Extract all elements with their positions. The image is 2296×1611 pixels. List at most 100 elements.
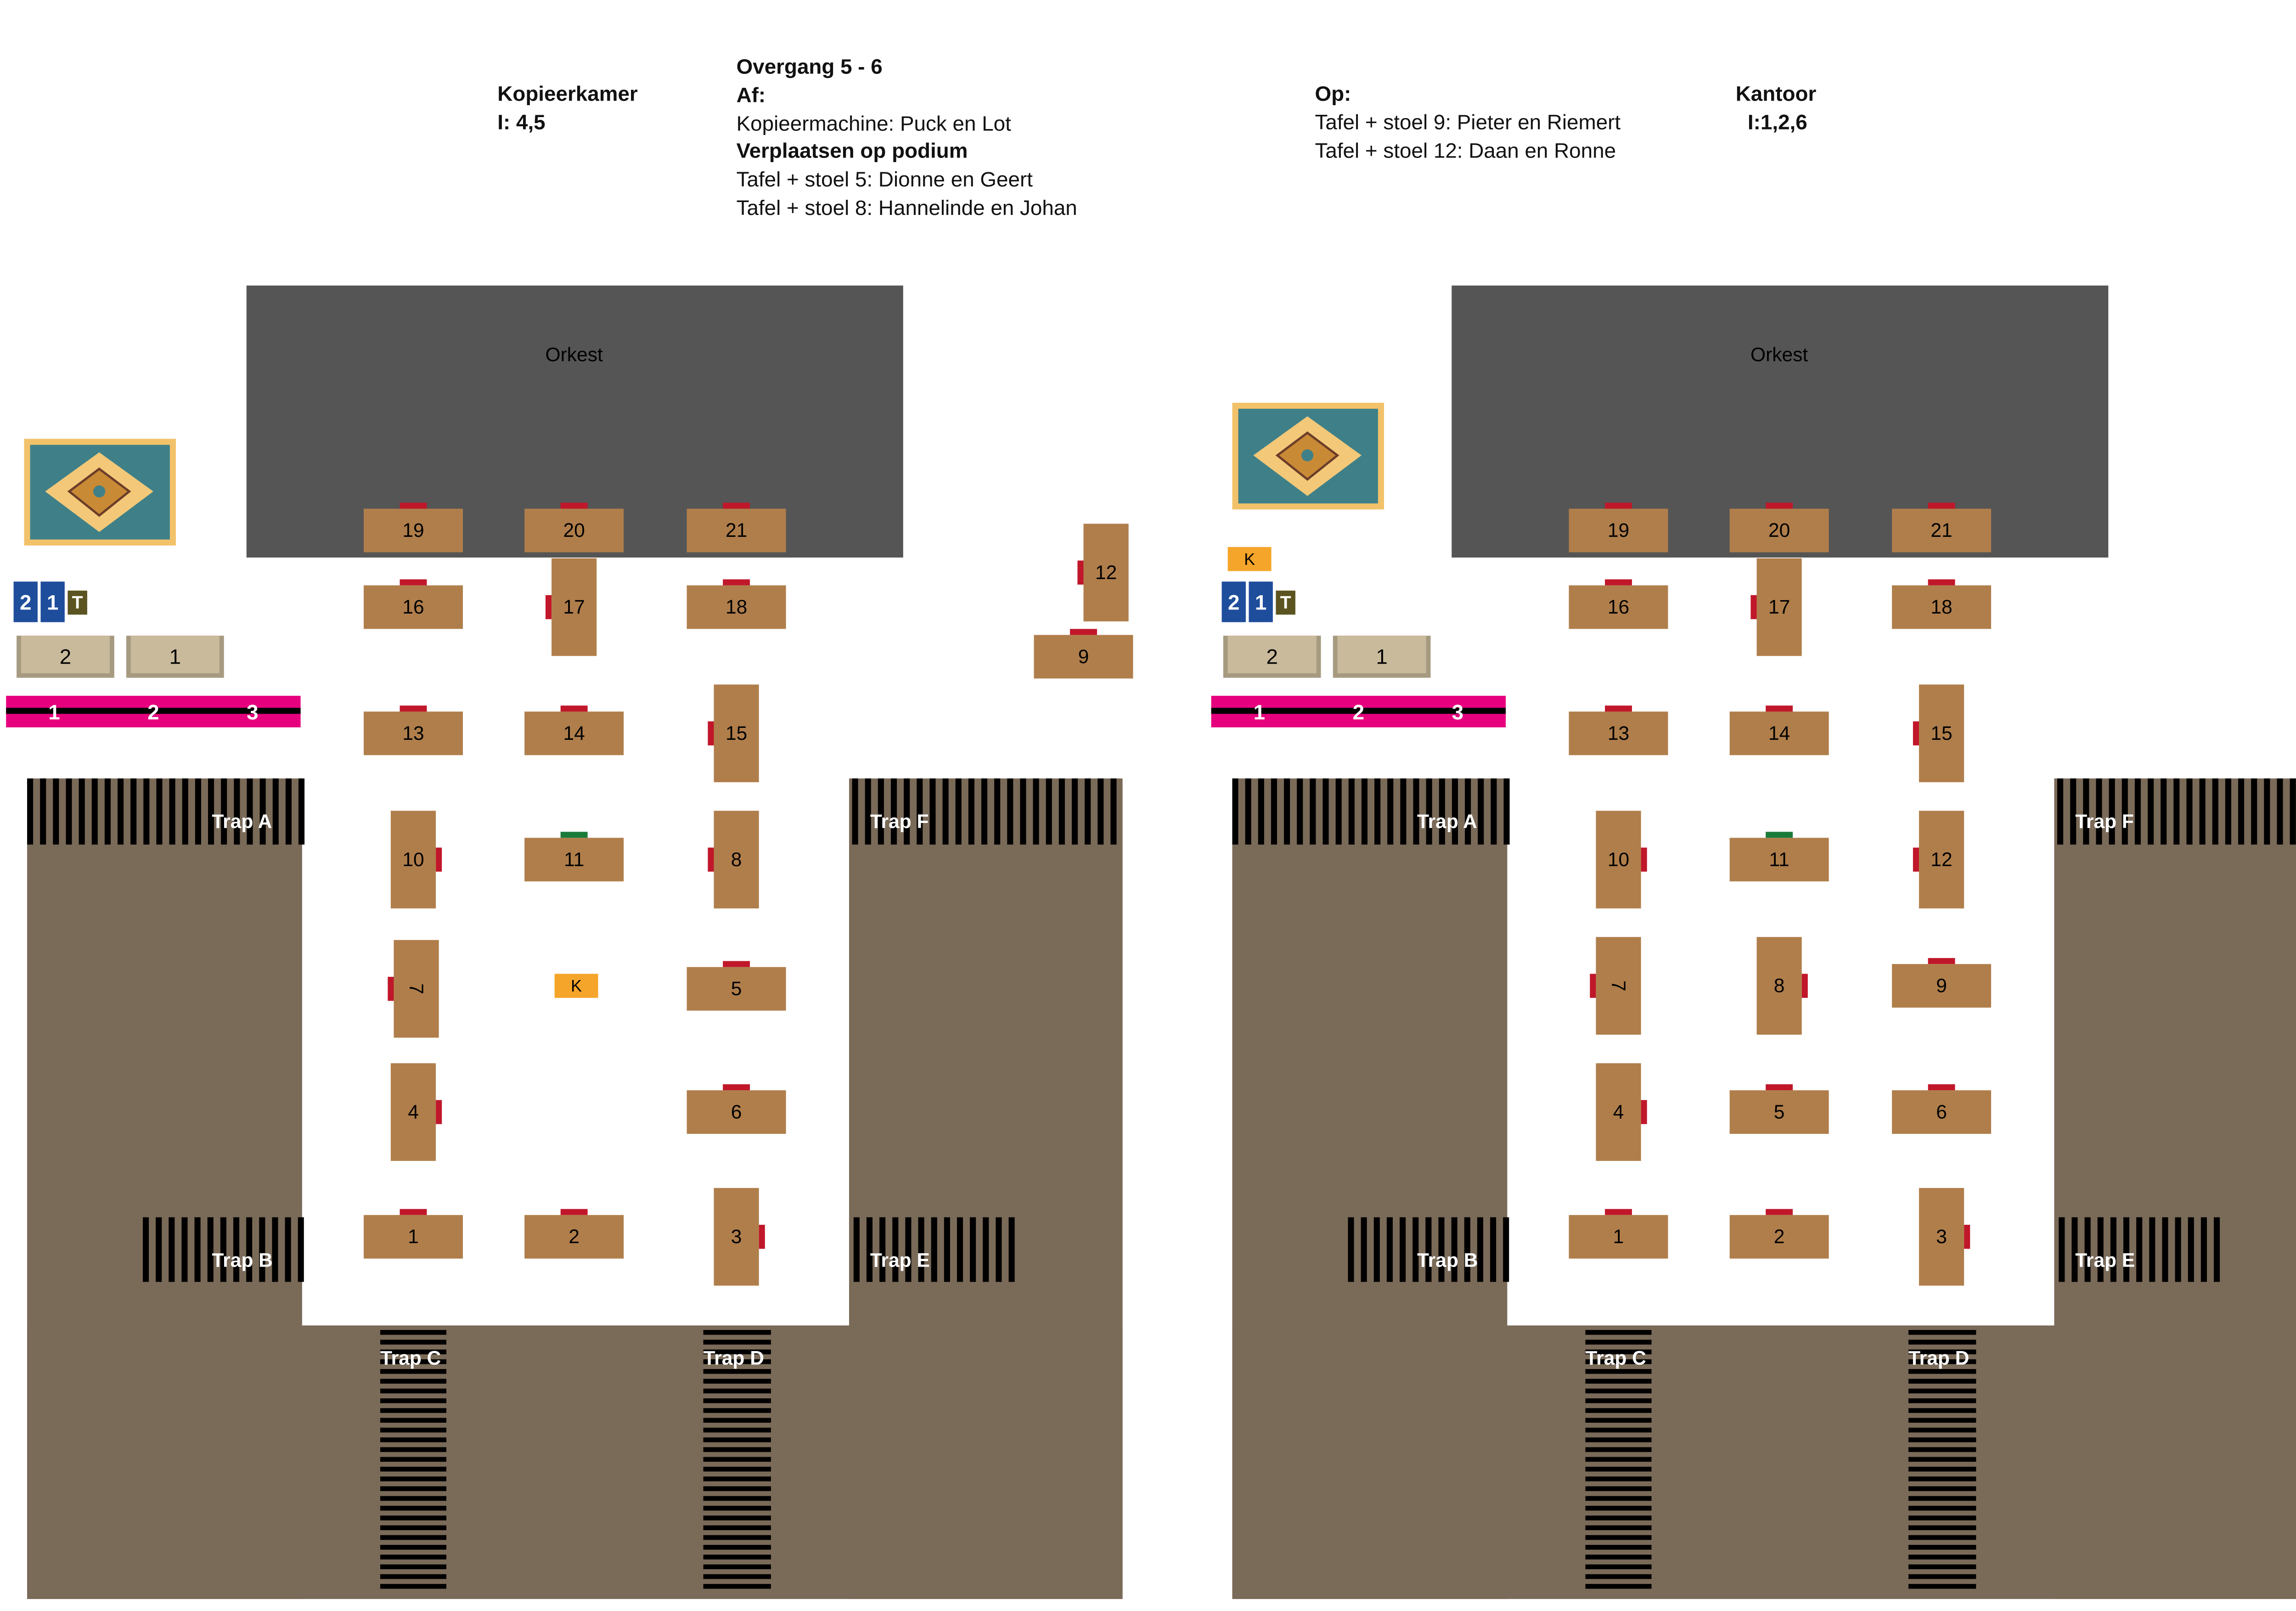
stair-step bbox=[1908, 1437, 1976, 1442]
stair-step bbox=[917, 778, 923, 845]
stair-step bbox=[220, 1217, 226, 1282]
stairs-a bbox=[1232, 778, 1510, 845]
stair-step bbox=[380, 1369, 447, 1374]
stair-step bbox=[1426, 778, 1432, 845]
blue-box bbox=[1249, 581, 1273, 622]
beige-box-inner bbox=[1337, 636, 1426, 674]
stair-step bbox=[1503, 778, 1510, 845]
stair-step bbox=[380, 1398, 447, 1403]
table-label: 11 bbox=[564, 849, 584, 871]
blue-box-label: 2 bbox=[1228, 591, 1239, 614]
chair bbox=[400, 502, 427, 509]
table-label: 1 bbox=[1613, 1226, 1624, 1248]
stair-step bbox=[1464, 1217, 1470, 1282]
rug-dot bbox=[1301, 449, 1314, 462]
stair-step bbox=[2290, 778, 2296, 845]
table bbox=[1569, 585, 1668, 629]
stair-step bbox=[380, 1525, 447, 1530]
blue-box-label: 2 bbox=[20, 591, 31, 614]
stair-step bbox=[182, 778, 188, 845]
stair-step bbox=[1400, 778, 1407, 845]
stair-step bbox=[380, 1408, 447, 1413]
stair-step bbox=[285, 778, 292, 845]
stair-step bbox=[703, 1340, 771, 1345]
stair-step bbox=[221, 778, 227, 845]
stair-step bbox=[156, 778, 163, 845]
table bbox=[1919, 1188, 1964, 1286]
stair-step bbox=[380, 1515, 447, 1521]
stair-step bbox=[143, 1217, 149, 1282]
stair-step bbox=[1033, 778, 1039, 845]
table-18: 18 bbox=[1892, 579, 1992, 629]
table bbox=[1892, 964, 1992, 1008]
pink-bar-label: 2 bbox=[147, 701, 159, 724]
chair bbox=[723, 579, 750, 586]
stair-step bbox=[2238, 778, 2245, 845]
blue-box-label: 1 bbox=[1255, 591, 1266, 614]
table-label: 21 bbox=[1930, 519, 1952, 541]
stair-step bbox=[2264, 778, 2270, 845]
chair bbox=[1928, 958, 1955, 964]
stair-step bbox=[2162, 1217, 2168, 1282]
chair bbox=[759, 1224, 765, 1249]
table bbox=[1729, 508, 1829, 552]
stair-step bbox=[208, 778, 214, 845]
table-label: 8 bbox=[1774, 975, 1785, 997]
on-item: Tafel + stoel 12: Daan en Ronne bbox=[1315, 139, 1616, 163]
table bbox=[1892, 508, 1992, 552]
stair-step bbox=[1585, 1340, 1652, 1345]
stair-step bbox=[1908, 1496, 1976, 1501]
table-10: 10 bbox=[1596, 811, 1647, 909]
table bbox=[1569, 711, 1668, 755]
on-label: Op: bbox=[1315, 82, 1351, 105]
stair-step bbox=[259, 778, 266, 845]
stair-step bbox=[1908, 1398, 1976, 1403]
stair-step bbox=[703, 1545, 771, 1550]
stair-step bbox=[380, 1574, 447, 1579]
chair bbox=[708, 721, 714, 746]
stair-step bbox=[1412, 1217, 1419, 1282]
stair-step bbox=[1020, 778, 1026, 845]
stair-step bbox=[1585, 1388, 1652, 1394]
chair bbox=[560, 705, 588, 712]
table-label: 15 bbox=[1930, 722, 1952, 744]
stair-step bbox=[91, 778, 98, 845]
chair bbox=[436, 1100, 442, 1124]
stair-step bbox=[1452, 778, 1458, 845]
table-8: 8 bbox=[708, 811, 759, 909]
stair-step bbox=[703, 1525, 771, 1530]
pink-bar-label: 1 bbox=[1254, 701, 1265, 724]
stair-step bbox=[2097, 1217, 2104, 1282]
floor-bottom bbox=[1232, 1325, 2296, 1599]
header: Kopieerkamer I: 4,5 Overgang 5 - 6 Af: K… bbox=[497, 55, 1816, 220]
stair-step bbox=[703, 1418, 771, 1423]
stair-step bbox=[1271, 778, 1277, 845]
stair-step bbox=[380, 1388, 447, 1394]
table-10: 10 bbox=[390, 811, 442, 909]
table-label: 10 bbox=[1608, 849, 1629, 871]
stair-step bbox=[79, 778, 85, 845]
stairs-a bbox=[27, 778, 305, 845]
table-label: 13 bbox=[1608, 722, 1629, 744]
table-label: 3 bbox=[1936, 1226, 1947, 1248]
stair-step bbox=[2173, 778, 2180, 845]
chair bbox=[1928, 1084, 1955, 1091]
chair bbox=[388, 977, 394, 1001]
stair-step bbox=[2161, 778, 2167, 845]
stair-step bbox=[1046, 778, 1052, 845]
stair-step bbox=[380, 1555, 447, 1560]
table bbox=[524, 838, 624, 882]
stair-step bbox=[1071, 778, 1078, 845]
stair-step bbox=[1503, 1217, 1509, 1282]
table-15: 15 bbox=[1913, 684, 1964, 783]
table-1: 1 bbox=[1569, 1209, 1668, 1259]
table-label: 8 bbox=[731, 849, 742, 871]
stair-step bbox=[1478, 778, 1484, 845]
move-item: Tafel + stoel 5: Dionne en Geert bbox=[737, 168, 1033, 191]
chair bbox=[560, 1209, 588, 1215]
table-20: 20 bbox=[1729, 502, 1829, 552]
trap-label: Trap C bbox=[380, 1347, 441, 1369]
stair-step bbox=[1585, 1437, 1652, 1442]
